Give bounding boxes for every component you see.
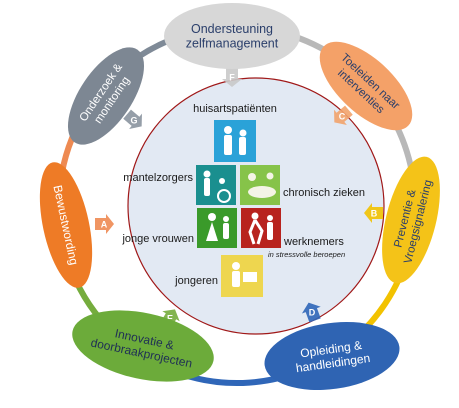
oval-shape — [382, 156, 440, 284]
arrow-letter-g: G — [130, 116, 137, 126]
tile-huisartspatienten — [214, 120, 256, 162]
wheelchair-user-icon — [219, 178, 225, 184]
bed-icon — [248, 186, 276, 198]
arrow-markers: F C B D E A G — [95, 68, 383, 329]
sick-person-head-icon — [248, 173, 256, 181]
arrow-letter-e: E — [167, 314, 173, 324]
oval-shape — [67, 47, 145, 145]
arrow-f-icon — [222, 68, 242, 87]
oval-shape — [39, 162, 93, 288]
label-chronisch-zieken: chronisch zieken — [283, 187, 365, 199]
arrow-b-icon — [364, 203, 383, 223]
arrow-g-icon — [123, 109, 142, 129]
inner-circle — [127, 77, 385, 335]
youth-body-icon — [232, 271, 240, 287]
child-body-icon — [223, 223, 229, 239]
worker-head-icon — [251, 212, 259, 220]
tile-lightgreen — [240, 165, 280, 205]
label-werknemers: werknemers — [283, 236, 344, 248]
arrow-a-icon — [95, 214, 114, 234]
child-head-icon — [223, 216, 229, 222]
target-group-tiles — [196, 120, 281, 297]
tile-mantelzorgers — [196, 165, 236, 205]
caregiver-figure-icon — [203, 170, 211, 178]
oval-shape — [164, 3, 300, 69]
arrow-letter-a: A — [101, 220, 108, 230]
arrow-letter-b: B — [371, 209, 378, 219]
youth-head-icon — [232, 262, 240, 270]
young-woman-head-icon — [208, 213, 216, 221]
arrow-c-icon — [334, 105, 353, 125]
patient-figure-icon — [239, 129, 247, 137]
oval-label-line: zelfmanagement — [186, 37, 279, 51]
visitor-head-icon — [266, 172, 274, 180]
oval-e: Innovatie &doorbraakprojecten — [72, 310, 214, 382]
patient-body-icon — [239, 137, 246, 155]
arrow-letter-d: D — [309, 308, 316, 318]
worker2-head-icon — [267, 215, 273, 221]
label-jonge-vrouwen: jonge vrouwen — [121, 233, 194, 245]
tile-werknemers — [241, 208, 281, 248]
oval-a: Bewustwording — [39, 162, 93, 288]
label-huisartspatienten: huisartspatiënten — [193, 103, 277, 115]
laptop-icon — [243, 272, 257, 282]
oval-label-line: Ondersteuning — [191, 22, 273, 36]
tile-cyan — [214, 120, 256, 162]
tile-jongeren — [221, 255, 263, 297]
doctor-figure-icon — [224, 126, 232, 134]
oval-shape — [264, 321, 400, 391]
arrow-letter-f: F — [229, 73, 235, 83]
wheelchair-icon — [217, 189, 231, 203]
arrow-d-icon — [301, 302, 321, 323]
target-group-labels: huisartspatiënten mantelzorgers chronisc… — [121, 103, 365, 287]
caregiver-body-icon — [204, 178, 210, 196]
label-jongeren: jongeren — [174, 275, 218, 287]
oval-shape — [319, 41, 413, 131]
label-mantelzorgers: mantelzorgers — [123, 172, 193, 184]
tile-green — [197, 208, 237, 248]
tile-chronisch-zieken — [240, 165, 280, 205]
doctor-body-icon — [224, 135, 232, 155]
oval-d: Opleiding &handleidingen — [264, 321, 400, 391]
oval-shape — [72, 310, 214, 382]
worker-walking-icon — [248, 219, 264, 245]
tile-jonge-vrouwen — [197, 208, 237, 248]
worker2-body-icon — [267, 222, 273, 240]
arrow-letter-c: C — [339, 112, 346, 122]
young-woman-dress-icon — [206, 222, 218, 241]
label-werknemers-sub: in stressvolle beroepen — [268, 250, 345, 259]
